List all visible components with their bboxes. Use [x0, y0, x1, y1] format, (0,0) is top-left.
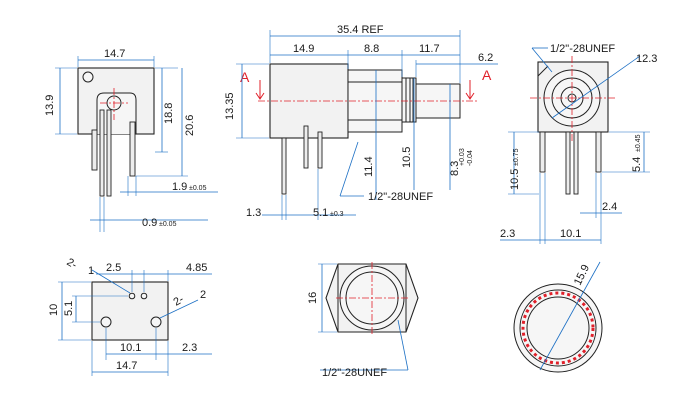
pcb-pin-a-num: 1: [88, 265, 94, 277]
section-thread-pattern: [521, 291, 595, 365]
dim-pcb-2-5: 2.5: [106, 262, 121, 274]
dim-pcb-5-1: 5.1: [63, 301, 75, 316]
dim-right-5-4-tol: ±0.45: [635, 134, 642, 152]
front-pin-left-b: [106, 109, 112, 197]
dim-front-18-8: 18.8: [163, 103, 175, 124]
right-pin-3: [573, 131, 579, 195]
side-pin-b: [303, 125, 309, 169]
side-body: [269, 63, 349, 139]
section-marker-right: A: [482, 67, 492, 83]
dim-side-11-4: 11.4: [363, 156, 375, 177]
dim-side-ref: 35.4 REF: [337, 24, 384, 36]
dim-front-1-9-tol: ±0.05: [189, 185, 207, 192]
front-pin-outer: [91, 129, 98, 171]
right-pin-1: [539, 131, 546, 173]
dim-section-15-9: 15.9: [572, 263, 592, 288]
front-mount-hole: [82, 71, 94, 83]
dim-side-8-3-tol-dn: -0.04: [467, 150, 474, 166]
face-thread-label: 1/2"-28UNEF: [322, 367, 387, 379]
dim-pcb-14-7: 14.7: [116, 360, 137, 372]
dim-front-1-9: 1.9: [172, 181, 187, 193]
pcb-outline: [91, 281, 169, 341]
dim-side-8-3-tol-up: +0.03: [459, 148, 466, 166]
pcb-pad-signal-2: [140, 292, 148, 300]
dim-front-20-6: 20.6: [184, 115, 196, 136]
dim-side-11-7: 11.7: [419, 43, 440, 55]
right-view: 1/2"-28UNEF 12.3 10.5 ±0.75 5.4 ±0.45 2.…: [500, 43, 657, 244]
dim-side-1-3: 1.3: [246, 207, 261, 219]
pcb-pad-signal-1: [128, 292, 136, 300]
dim-face-16: 16: [307, 292, 319, 304]
dim-pcb-10: 10: [48, 304, 60, 316]
side-pin-a: [281, 137, 287, 195]
dim-side-10-5: 10.5: [401, 147, 413, 168]
dim-right-10-5-tol: ±0.75: [513, 148, 520, 166]
dim-side-13-35: 13.35: [224, 92, 236, 120]
dim-front-width: 14.7: [104, 48, 125, 60]
pcb-pad-ground-2: [150, 316, 162, 328]
face-view: 16 1/2"-28UNEF: [307, 262, 419, 379]
side-view: A A 35.4 REF 14.9 8.8 11.7 6.2 13.35 11.…: [224, 24, 498, 220]
right-pin-4: [595, 131, 602, 173]
front-pin-right: [129, 121, 136, 177]
dim-right-5-4: 5.4: [631, 157, 643, 172]
dim-front-0-9: 0.9: [142, 217, 157, 229]
dim-side-5-1-tol: ±0.3: [330, 211, 344, 218]
front-view: 14.7 13.9 18.8 20.6 1.9 ±0.05 0.9 ±0.05: [44, 48, 218, 232]
pcb-pin-a-tag: 2-: [65, 256, 80, 271]
side-thread-label: 1/2"-28UNEF: [368, 191, 433, 203]
dim-pcb-2-3: 2.3: [182, 342, 197, 354]
dim-pcb-10-1: 10.1: [120, 342, 141, 354]
right-thread-label: 1/2"-28UNEF: [550, 43, 615, 55]
section-marker-left: A: [240, 69, 250, 85]
pcb-footprint-view: 2.5 4.85 2- 1 2- 2 10 5.1 10.1 2.3 14.7: [48, 256, 212, 376]
dim-front-height: 13.9: [44, 95, 56, 116]
dim-right-12-3: 12.3: [636, 53, 657, 65]
dim-side-8-3: 8.3: [449, 161, 461, 176]
pcb-pad-ground-1: [100, 316, 112, 328]
dim-side-5-1: 5.1: [313, 207, 328, 219]
dim-side-6-2: 6.2: [478, 52, 493, 64]
dim-right-10-5: 10.5: [509, 169, 521, 190]
dim-side-8-8: 8.8: [364, 43, 379, 55]
pcb-pin-b-num: 2: [200, 289, 206, 301]
section-inner-circle: [526, 296, 590, 360]
dim-front-0-9-tol: ±0.05: [159, 221, 177, 228]
front-pin-left-a: [99, 109, 105, 197]
dim-pcb-4-85: 4.85: [186, 262, 207, 274]
dim-right-2-3: 2.3: [500, 228, 515, 240]
dim-right-2-4: 2.4: [602, 201, 617, 213]
dim-right-10-1: 10.1: [560, 228, 581, 240]
side-pin-c: [317, 131, 323, 169]
right-pin-2: [565, 131, 571, 195]
section-view: 15.9: [513, 261, 603, 373]
dim-side-14-9: 14.9: [293, 43, 314, 55]
